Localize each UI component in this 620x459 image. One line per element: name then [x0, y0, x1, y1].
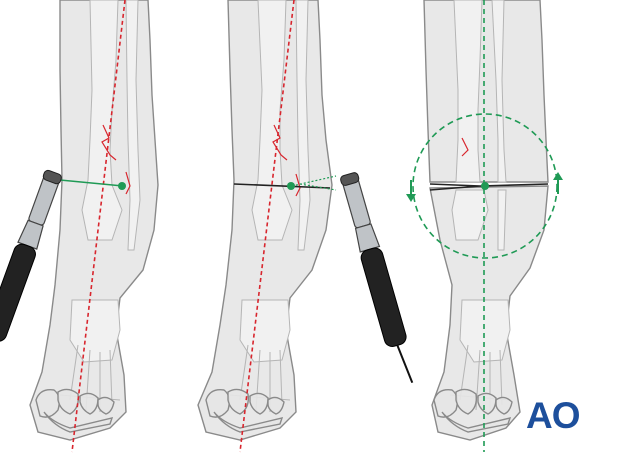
panel-rotation-correction: [406, 0, 563, 452]
oscillating-saw-icon: [340, 172, 414, 384]
tibia-fibula-bones: [449, 0, 511, 412]
oscillating-saw-icon: [0, 169, 62, 342]
saw-cut-guide: [291, 175, 337, 191]
ao-logo: AO: [526, 395, 581, 436]
anatomical-axis: [239, 0, 295, 453]
center-point-icon: [118, 182, 126, 190]
toes: [205, 388, 285, 433]
osteotomy-cut-line: [233, 183, 331, 189]
fracture-line-icon: [101, 124, 131, 195]
fracture-line-icon: [461, 137, 469, 157]
leg-outline: [423, 0, 549, 441]
center-point-icon: [287, 182, 295, 190]
toes: [35, 388, 115, 433]
saw-cut-guide: [59, 179, 124, 187]
panel-osteotomy-start: [0, 0, 159, 453]
tibia-fibula-bones: [229, 0, 311, 412]
toes: [433, 388, 513, 433]
panel-osteotomy-complete: [197, 0, 414, 453]
center-point-icon: [481, 182, 489, 190]
tibia-fibula-bones: [59, 0, 141, 412]
anatomical-axis: [71, 0, 126, 453]
osteotomy-wedge: [429, 183, 549, 191]
rotation-arrow-down-icon: [406, 180, 416, 202]
rotation-arrow-up-icon: [553, 172, 563, 194]
